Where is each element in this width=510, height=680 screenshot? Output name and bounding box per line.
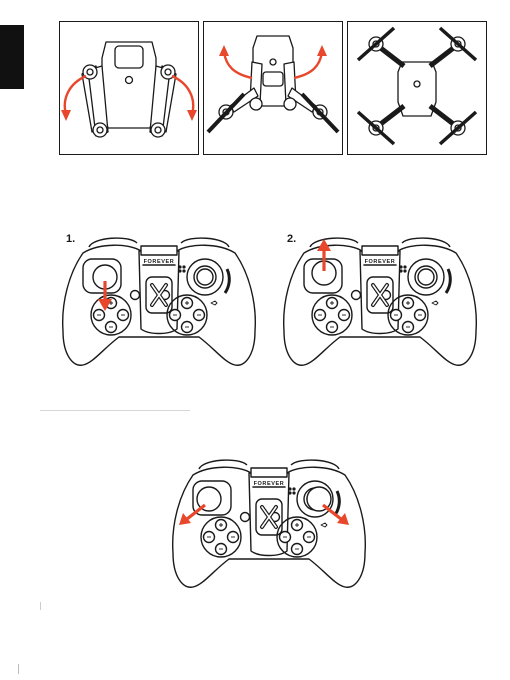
- drone-front-arms-panel: [203, 21, 343, 155]
- controller-step-1: FOREVER 1.: [59, 233, 259, 373]
- drone-half-unfolded-illustration: [204, 22, 342, 154]
- controller-calibration: FOREVER: [169, 455, 369, 595]
- controller-illustration: FOREVER: [169, 455, 369, 595]
- step-label: 2.: [287, 233, 296, 245]
- brand-label: FOREVER: [144, 259, 175, 265]
- brand-label: FOREVER: [254, 481, 285, 487]
- drone-folded-illustration: [60, 22, 198, 154]
- brand-label: FOREVER: [365, 259, 396, 265]
- controller-step-2: FOREVER 2.: [280, 233, 480, 373]
- margin-mark: [18, 664, 19, 674]
- section-tab: [0, 25, 24, 89]
- drone-unfolded-panel: [347, 21, 487, 155]
- step-label: 1.: [66, 233, 75, 245]
- drone-folded-panel: [59, 21, 199, 155]
- drone-unfolded-illustration: [348, 22, 486, 154]
- controller-illustration: FOREVER: [280, 233, 480, 373]
- controller-illustration: FOREVER: [59, 233, 259, 373]
- margin-mark: [40, 602, 41, 610]
